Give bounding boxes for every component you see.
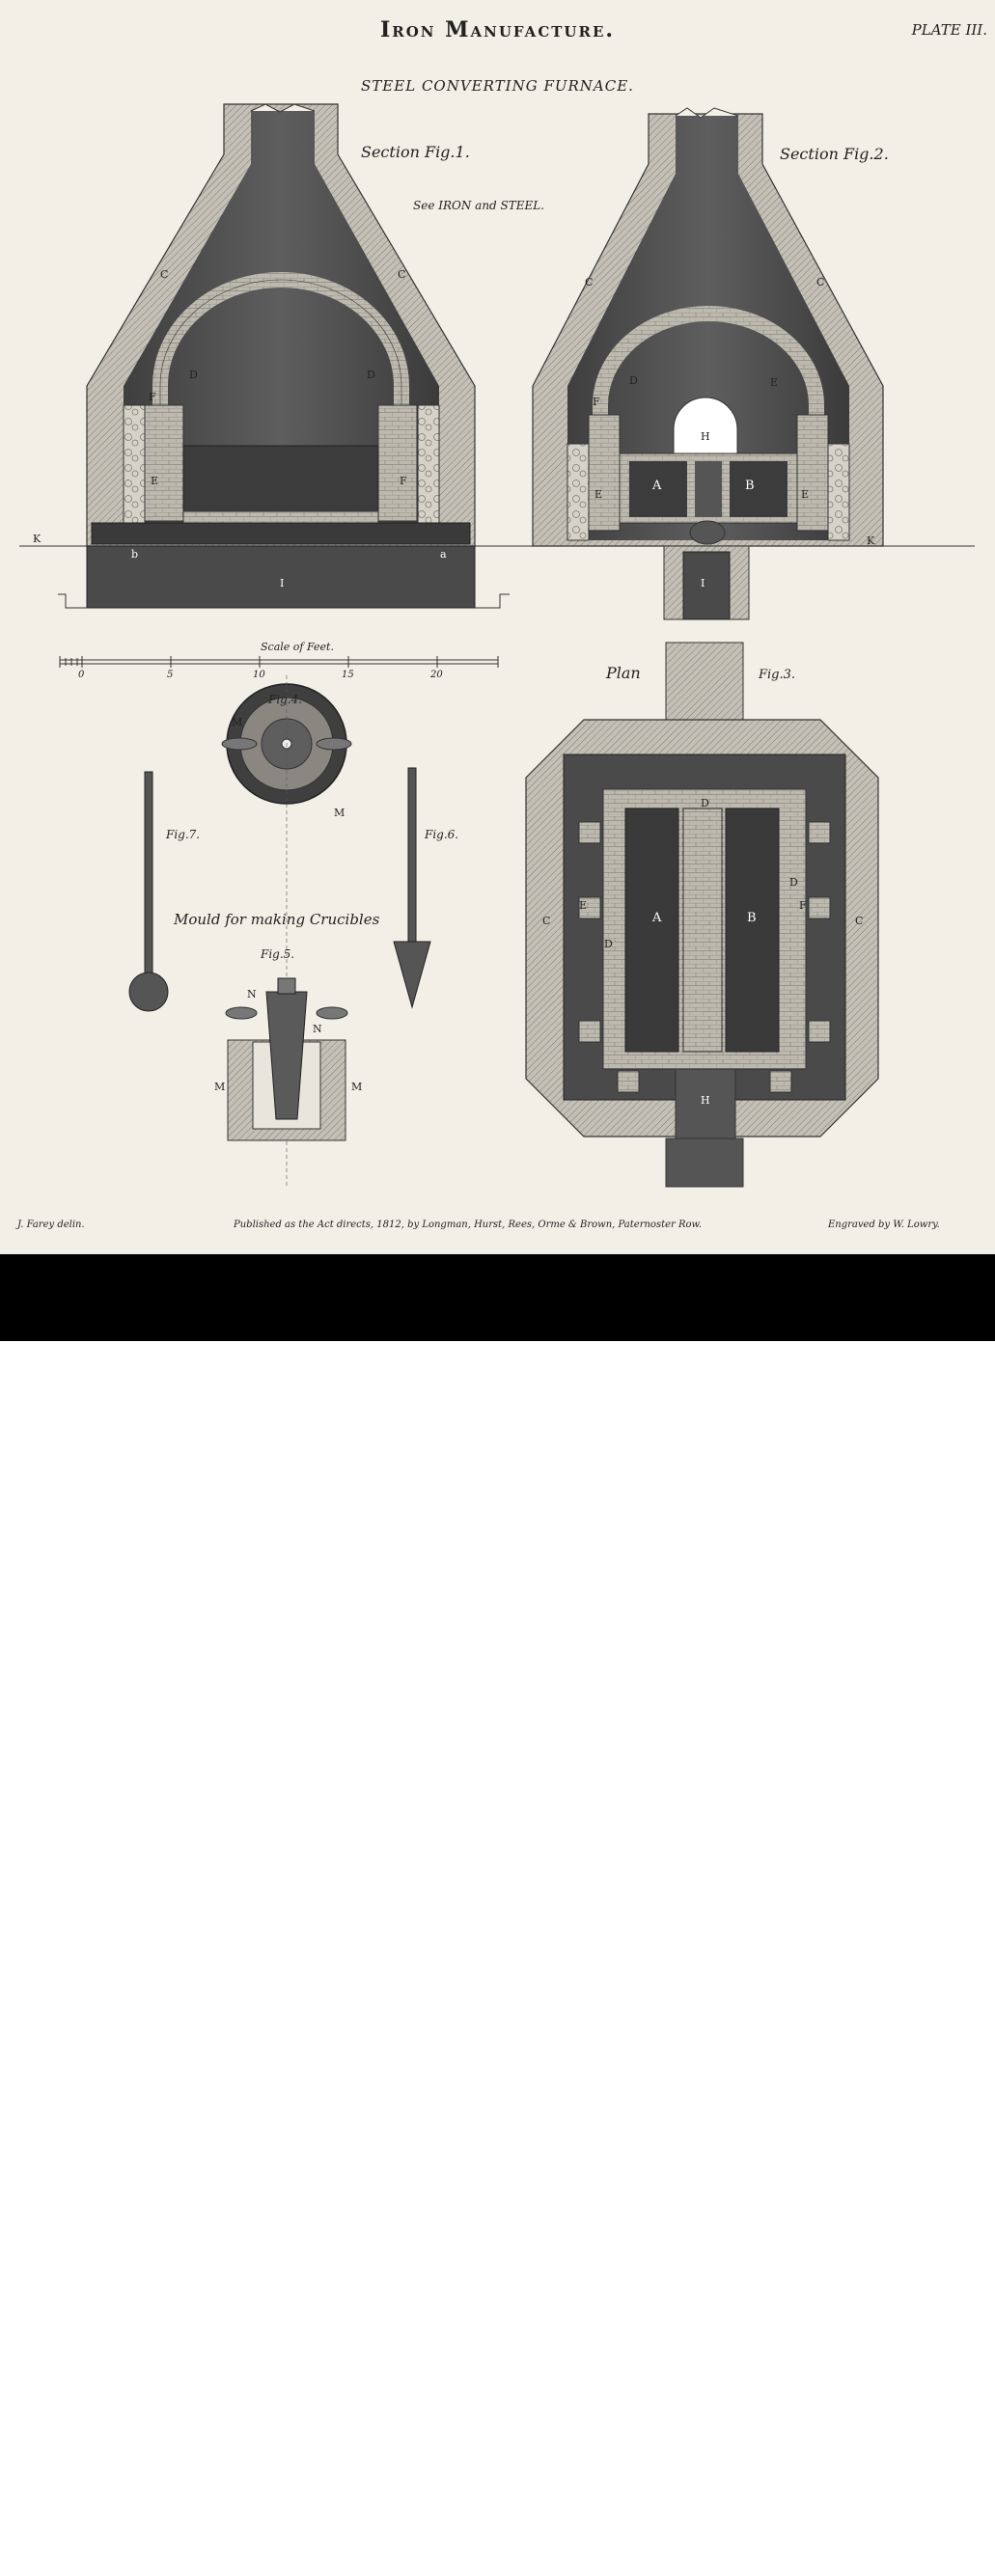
label-e-fig2-arch: E: [770, 376, 779, 389]
label-n-fig5-right: N: [313, 1023, 322, 1035]
fig4-mould-top: [221, 675, 352, 1187]
label-m-fig5-left: M: [214, 1081, 226, 1093]
fig1-note: See IRON and STEEL.: [413, 199, 545, 212]
fig1-section: [19, 103, 975, 609]
mould-caption: Mould for making Crucibles: [174, 911, 380, 928]
label-e-fig2-right: E: [801, 488, 810, 501]
label-k-fig1: K: [33, 533, 41, 545]
fig6-caption: Fig.6.: [425, 828, 459, 841]
label-b-fig1: b: [131, 548, 139, 561]
label-d-fig1-right: D: [367, 369, 375, 381]
label-c-fig2-left: C: [585, 276, 594, 288]
scale-tick-10: 10: [253, 670, 265, 680]
label-b-fig3: B: [747, 911, 757, 925]
fig5-mould-section: [225, 977, 348, 1141]
label-i-fig2: I: [701, 577, 705, 589]
credit-publisher: Published as the Act directs, 1812, by L…: [234, 1219, 703, 1230]
credit-delineator: J. Farey delin.: [17, 1219, 85, 1230]
label-a-fig2: A: [652, 479, 662, 493]
plate-drawing: [19, 103, 975, 1188]
label-d-fig3-left: D: [604, 938, 613, 950]
scale-caption: Scale of Feet.: [261, 641, 334, 653]
image-id: 2A82RY6: [899, 2557, 972, 2574]
fig2-section: [532, 107, 884, 620]
label-e-fig1-left: E: [151, 475, 159, 487]
fig2-caption: Section Fig.2.: [780, 145, 889, 163]
label-e-fig2-left: E: [594, 488, 603, 501]
fig5-caption: Fig.5.: [261, 947, 295, 961]
scale-tick-0: 0: [78, 670, 85, 680]
label-d-fig3-top: D: [701, 797, 709, 809]
stock-footer: alamy 2A82RY6: [0, 1254, 995, 2576]
label-k-fig2: K: [867, 534, 875, 547]
label-m-fig4-top: M: [232, 716, 243, 728]
scale-tick-20: 20: [430, 670, 443, 680]
label-f-fig1: F: [149, 391, 156, 403]
label-a-fig1: a: [440, 548, 447, 561]
label-m-fig4-bottom: M: [334, 807, 345, 819]
label-d-fig3-right: D: [789, 876, 798, 889]
fig3-caption: Fig.3.: [759, 668, 796, 682]
fig4-caption: Fig.4.: [268, 693, 303, 706]
fig7-tool: [128, 771, 169, 1012]
plate-number: PLATE III.: [911, 21, 987, 39]
label-b-fig2: B: [745, 479, 755, 493]
fig3-plan: [525, 642, 879, 1188]
scale-tick-5: 5: [167, 670, 174, 680]
label-h-fig2: H: [701, 430, 710, 443]
label-i-fig1: I: [280, 577, 285, 589]
scale-tick-15: 15: [342, 670, 354, 680]
engraving-plate: Iron Manufacture. PLATE III. STEEL CONVE…: [0, 0, 995, 1254]
label-c-fig2-right: C: [816, 276, 825, 288]
fig6-tool: [393, 767, 431, 1009]
label-f-fig1-right: F: [400, 475, 407, 487]
label-c-fig3-left: C: [542, 915, 551, 927]
brand-logo: alamy: [25, 2524, 176, 2576]
fig1-caption: Section Fig.1.: [361, 143, 470, 161]
label-c-fig1-right: C: [398, 268, 406, 281]
credit-engraver: Engraved by W. Lowry.: [828, 1219, 940, 1230]
label-e-fig3-left: E: [579, 899, 588, 912]
fig7-caption: Fig.7.: [166, 828, 201, 841]
label-f-fig2: F: [593, 396, 600, 408]
plan-caption: Plan: [606, 664, 641, 682]
label-f-fig3-right: F: [799, 899, 807, 912]
label-c-fig1-left: C: [160, 268, 169, 281]
label-a-fig3: A: [652, 911, 662, 925]
label-d-fig1-left: D: [189, 369, 198, 381]
label-h-fig3: H: [701, 1094, 710, 1107]
plate-subtitle: STEEL CONVERTING FURNACE.: [361, 77, 634, 95]
label-n-fig5-left: N: [247, 988, 257, 1000]
plate-title: Iron Manufacture.: [379, 17, 616, 42]
scale-of-feet: [59, 656, 499, 668]
label-m-fig5-right: M: [351, 1081, 363, 1093]
label-c-fig3-right: C: [855, 915, 864, 927]
label-d-fig2: D: [629, 374, 638, 387]
